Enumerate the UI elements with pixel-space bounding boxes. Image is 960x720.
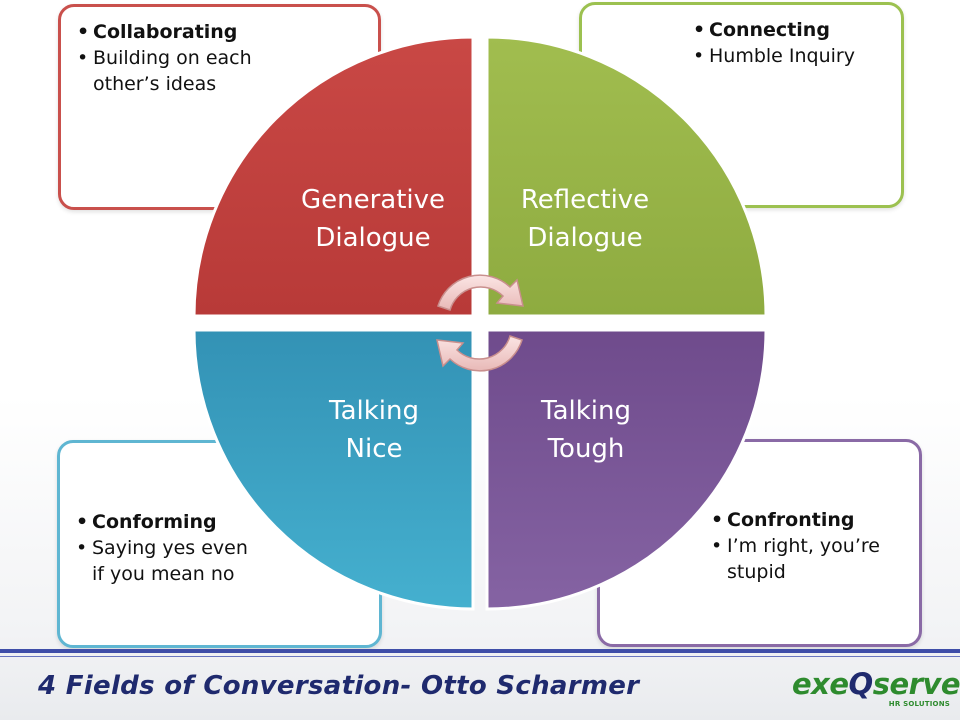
quadrant-reflective-label-1: Reflective [521, 185, 649, 215]
card-generative-heading: Collaborating [77, 19, 277, 45]
card-reflective-heading: Connecting [693, 17, 893, 43]
quadrant-generative-label-2: Dialogue [315, 223, 430, 253]
cycle-arrow-top-icon [437, 274, 524, 311]
logo-text-exe: exe [792, 667, 849, 701]
exeqserve-logo: exeQserve HR SOLUTIONS [792, 667, 960, 714]
quadrant-nice-label-2: Nice [346, 434, 403, 464]
footer-rule-thick [0, 649, 960, 653]
quadrant-reflective [485, 35, 768, 318]
card-generative-item: Building on each other’s ideas [77, 45, 277, 97]
logo-wordmark: exeQserve [792, 667, 960, 701]
card-nice-item: Saying yes even if you mean no [76, 535, 261, 587]
cycle-arrows-icon [436, 274, 524, 372]
footer-rule-thin [0, 656, 960, 657]
logo-text-serve: serve [872, 667, 960, 701]
logo-text-q: Q [848, 667, 874, 701]
quadrant-generative [192, 35, 475, 318]
quadrant-nice [192, 328, 475, 611]
logo-subtitle: HR SOLUTIONS [888, 700, 950, 708]
quadrant-nice-label-1: Talking [328, 396, 419, 426]
quadrant-tough [485, 328, 768, 611]
quadrant-tough-label-1: Talking [540, 396, 631, 426]
card-tough-heading: Confronting [711, 507, 901, 533]
card-nice-heading: Conforming [76, 509, 261, 535]
page-title: 4 Fields of Conversation- Otto Scharmer [38, 671, 640, 701]
quadrant-tough-label-2: Tough [547, 434, 625, 464]
quadrant-reflective-label-2: Dialogue [527, 223, 642, 253]
card-tough-item: I’m right, you’re stupid [711, 533, 901, 585]
cycle-arrow-bottom-icon [436, 335, 523, 372]
card-reflective-item: Humble Inquiry [693, 43, 893, 69]
quadrant-generative-label-1: Generative [301, 185, 445, 215]
